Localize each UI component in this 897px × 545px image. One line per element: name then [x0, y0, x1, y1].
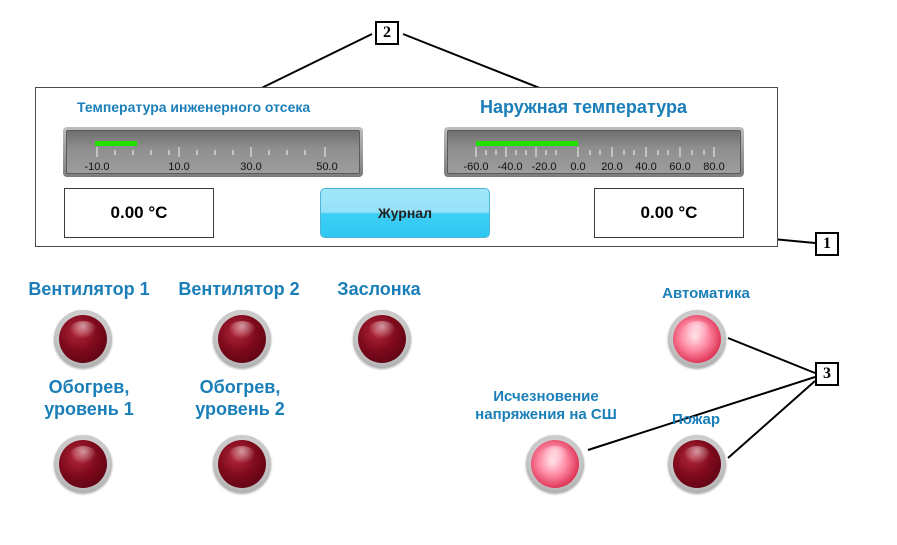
fan2-label: Вентилятор 2 [178, 279, 300, 299]
power-loss-label-line2: напряжения на СШ [475, 406, 617, 423]
engine-temp-ticks [96, 147, 326, 157]
outside-tick-label: 80.0 [703, 161, 724, 173]
outside-tick-label: 20.0 [601, 161, 622, 173]
engine-temp-bar [95, 141, 137, 146]
engine-temp-readout: 0.00 °C [64, 188, 214, 238]
outside-tick-label: 0.0 [570, 161, 585, 173]
journal-button[interactable]: Журнал [320, 188, 490, 238]
outside-tick-label: 60.0 [669, 161, 690, 173]
heat2-label-line1: Обогрев, [199, 377, 281, 397]
outside-temp-gauge-face: -60.0 -40.0 -20.0 0.0 20.0 40.0 60.0 80.… [447, 130, 741, 174]
outside-temp-readout: 0.00 °C [594, 188, 744, 238]
engine-tick-label: 10.0 [168, 161, 189, 173]
damper-lamp [353, 310, 411, 368]
fire-lamp [668, 435, 726, 493]
engine-temp-gauge: -10.0 10.0 30.0 50.0 [63, 127, 363, 177]
power-loss-label-line1: Исчезновение [493, 388, 599, 405]
outside-temp-ticks [475, 147, 715, 157]
auto-label: Автоматика [662, 285, 750, 302]
fan1-label: Вентилятор 1 [28, 279, 150, 299]
engine-tick-label: 50.0 [316, 161, 337, 173]
power-loss-label: Исчезновение напряжения на СШ [466, 388, 626, 424]
fan2-lamp [213, 310, 271, 368]
outside-temp-title: Наружная температура [480, 97, 687, 117]
damper-label: Заслонка [337, 279, 421, 299]
engine-temp-title: Температура инженерного отсека [77, 99, 311, 115]
heat2-lamp [213, 435, 271, 493]
callout-3: 3 [815, 362, 839, 386]
callout-1: 1 [815, 232, 839, 256]
callout-2: 2 [375, 21, 399, 45]
power-loss-lamp [526, 435, 584, 493]
heat1-lamp [54, 435, 112, 493]
engine-temp-gauge-face: -10.0 10.0 30.0 50.0 [66, 130, 360, 174]
engine-tick-label: -10.0 [84, 161, 109, 173]
auto-lamp [668, 310, 726, 368]
outside-temp-gauge: -60.0 -40.0 -20.0 0.0 20.0 40.0 60.0 80.… [444, 127, 744, 177]
heat1-label-line1: Обогрев, [48, 377, 130, 397]
heat2-label-line2: уровень 2 [195, 398, 285, 419]
engine-tick-label: 30.0 [240, 161, 261, 173]
fire-label: Пожар [671, 411, 721, 428]
heat1-label: Обогрев, уровень 1 [23, 377, 155, 420]
outside-tick-label: -20.0 [531, 161, 556, 173]
fan1-lamp [54, 310, 112, 368]
outside-tick-label: 40.0 [635, 161, 656, 173]
heat1-label-line2: уровень 1 [44, 398, 134, 419]
outside-tick-label: -40.0 [497, 161, 522, 173]
outside-temp-bar [476, 141, 578, 146]
outside-tick-label: -60.0 [463, 161, 488, 173]
heat2-label: Обогрев, уровень 2 [173, 377, 307, 420]
